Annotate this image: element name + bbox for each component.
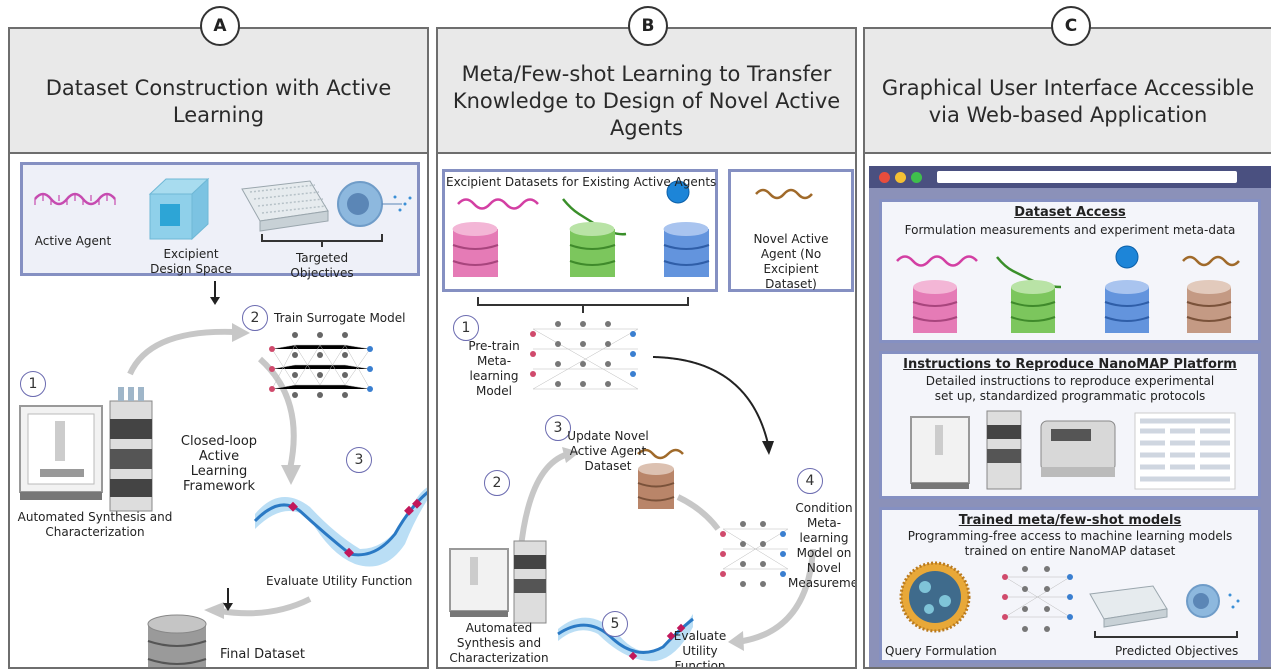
step-4-badge-b: 4 [797, 468, 823, 494]
panel-b-title: Meta/Few-shot Learning to Transfer Knowl… [438, 29, 855, 154]
panel-a-graphics [19, 177, 427, 667]
minimize-dot-icon[interactable] [895, 172, 906, 183]
models-desc: Programming-free access to machine learn… [907, 529, 1233, 558]
synthesis-robot-icon [19, 405, 103, 500]
dataset-access-desc: Formulation measurements and experiment … [904, 223, 1236, 237]
dataset-access-graphics [896, 245, 1240, 333]
models-title: Trained meta/few-shot models [958, 513, 1182, 528]
panel-b: Meta/Few-shot Learning to Transfer Knowl… [436, 27, 857, 669]
surrogate-network-icon [269, 332, 373, 398]
hplc-stack-icon [109, 387, 153, 512]
panel-a-title: Dataset Construction with Active Learnin… [10, 29, 427, 154]
automated-synthesis-label-b: Automated Synthesis and Characterization [449, 621, 549, 665]
design-space-label: Excipient Design Space [150, 247, 232, 276]
active-agent-label: Active Agent [34, 234, 112, 248]
pink-dataset-icon [452, 222, 499, 277]
synthesis-robot-icon-b [449, 540, 547, 624]
panel-b-graphics [449, 180, 816, 662]
targeted-objectives-label: Targeted Objectives [290, 251, 354, 280]
query-formulation-label: Query Formulation [885, 644, 997, 658]
well-plate-icon [241, 180, 329, 232]
step-1-badge-b: 1 [453, 315, 479, 341]
step-5-badge-b: 5 [602, 611, 628, 637]
panel-c-letter: C [1051, 6, 1091, 46]
panel-a: Dataset Construction with Active Learnin… [8, 27, 429, 669]
instructions-title: Instructions to Reproduce NanoMAP Platfo… [903, 357, 1237, 372]
cell-icon [337, 181, 412, 227]
panel-b-letter: B [628, 6, 668, 46]
automated-synthesis-label: Automated Synthesis and Characterization [17, 510, 173, 539]
predicted-objectives-label: Predicted Objectives [1115, 644, 1239, 658]
train-surrogate-label: Train Surrogate Model [274, 311, 406, 325]
excipient-datasets-label: Excipient Datasets for Existing Active A… [446, 175, 717, 189]
final-dataset-label: Final Dataset [220, 647, 306, 662]
close-dot-icon[interactable] [879, 172, 890, 183]
active-agent-strand-icon [34, 192, 116, 206]
maximize-dot-icon[interactable] [911, 172, 922, 183]
evaluate-utility-label: Evaluate Utility Function [266, 574, 413, 588]
address-bar[interactable] [937, 171, 1237, 183]
models-graphics [899, 561, 1240, 638]
instructions-graphics [910, 410, 1236, 490]
utility-function-curve [253, 487, 427, 567]
step-1-badge: 1 [20, 371, 46, 397]
dataset-access-title: Dataset Access [1014, 205, 1126, 220]
novel-agent-label: Novel Active Agent (No Excipient Dataset… [753, 232, 829, 291]
step-3-badge: 3 [346, 447, 372, 473]
step-2-badge-b: 2 [484, 470, 510, 496]
evaluate-utility-label-b: Evaluate Utility Function [673, 629, 727, 669]
step-3-badge-b: 3 [545, 415, 571, 441]
final-dataset-icon [147, 614, 207, 667]
panel-c: Graphical User Interface Accessible via … [863, 27, 1271, 669]
novel-dataset-icon [637, 463, 675, 509]
panel-c-title: Graphical User Interface Accessible via … [865, 29, 1271, 154]
panel-a-letter: A [200, 6, 240, 46]
update-dataset-label: Update Novel Active Agent Dataset [567, 429, 649, 473]
design-space-cube-icon [148, 177, 210, 241]
blue-dataset-icon [663, 222, 710, 277]
condition-label: Condition Meta-learning Model on Novel M… [788, 501, 857, 590]
step-2-badge: 2 [242, 305, 268, 331]
green-dataset-icon [569, 222, 616, 277]
instructions-desc: Detailed instructions to reproduce exper… [925, 374, 1215, 403]
pretrain-label: Pre-train Meta-learning Model [468, 339, 520, 398]
closed-loop-label: Closed-loop Active Learning Framework [180, 434, 258, 494]
